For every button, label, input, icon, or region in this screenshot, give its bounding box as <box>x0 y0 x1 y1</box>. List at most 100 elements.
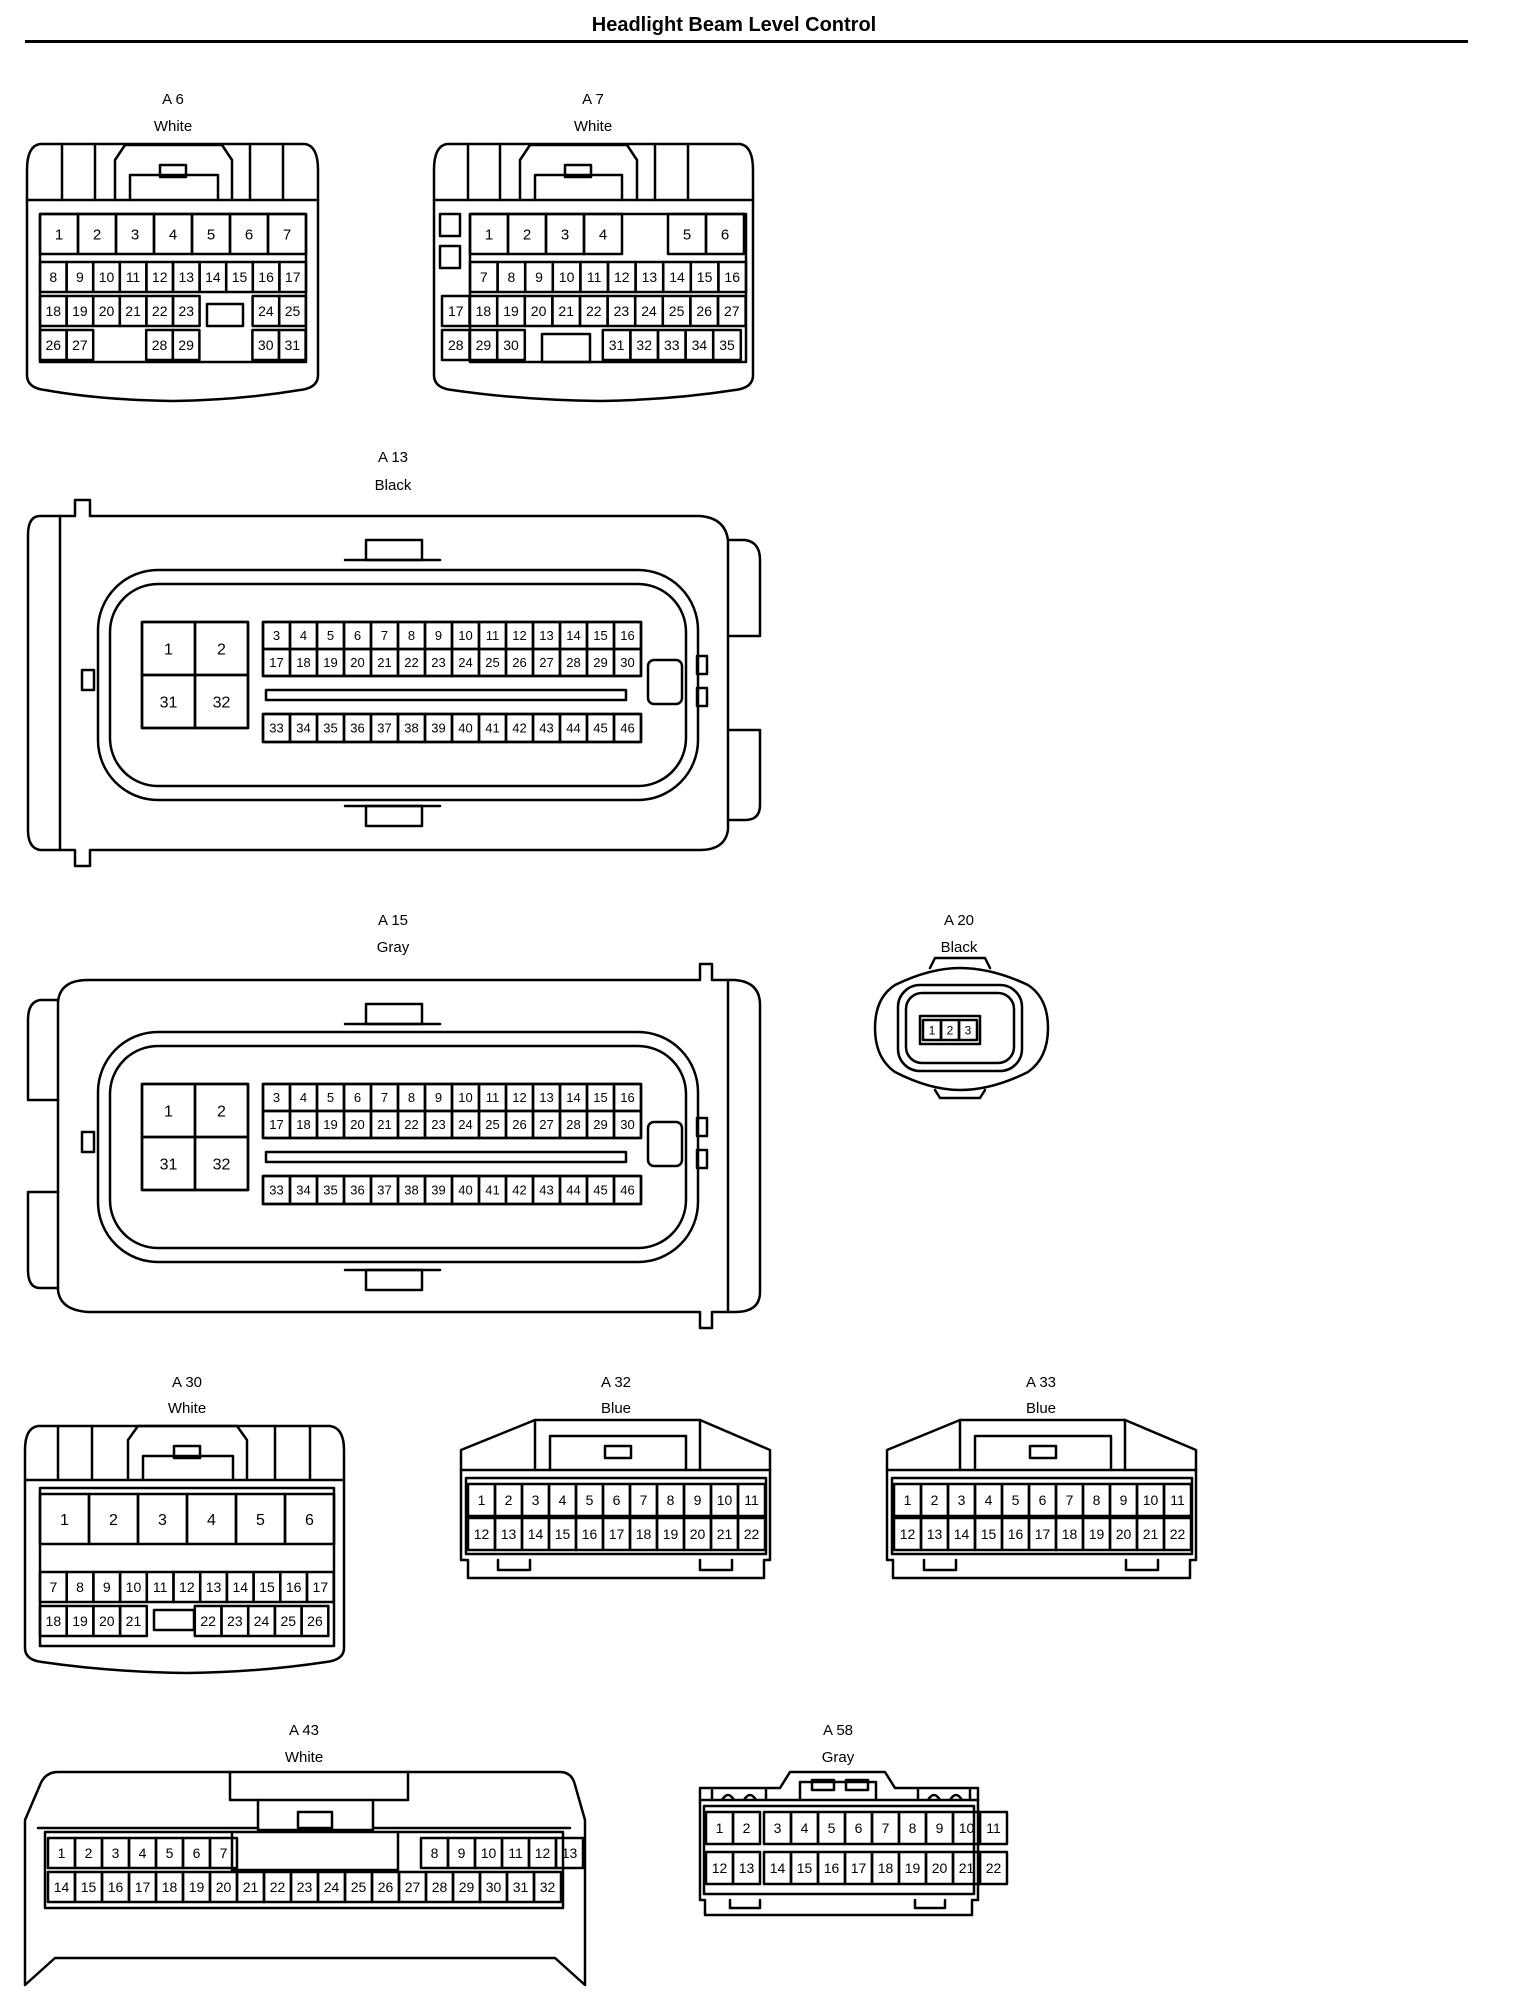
pin-number: 19 <box>905 1860 921 1876</box>
pin-number: 12 <box>712 1860 728 1876</box>
pin-number: 8 <box>408 1090 415 1105</box>
pin-number: 16 <box>620 1090 634 1105</box>
pin-number: 21 <box>377 1117 391 1132</box>
pin-number: 14 <box>232 1579 248 1595</box>
pin-number: 42 <box>512 1183 526 1198</box>
pin-number: 26 <box>378 1879 394 1895</box>
pin-number: 17 <box>448 303 464 319</box>
pin-cell <box>736 1516 767 1552</box>
pin-number: 34 <box>692 337 708 353</box>
pin-number: 11 <box>1170 1492 1185 1508</box>
connector-a32-color: Blue <box>601 1400 631 1417</box>
pin-cell <box>65 328 95 362</box>
pin-number: 4 <box>559 1492 567 1508</box>
pin-number: 25 <box>485 1117 499 1132</box>
pin-number: 35 <box>323 1183 337 1198</box>
pin-number: 16 <box>286 1579 302 1595</box>
connector-a30-lock <box>126 1424 249 1482</box>
pin-number: 8 <box>508 269 516 285</box>
pin-number: 37 <box>377 721 391 736</box>
pin-number: 13 <box>539 628 553 643</box>
pin-number: 41 <box>485 1183 499 1198</box>
pin-number: 15 <box>981 1526 997 1542</box>
connector-a20-id: A 20 <box>944 912 974 929</box>
pin-number: 27 <box>405 1879 421 1895</box>
pin-number: 10 <box>959 1820 975 1836</box>
pin-cell <box>266 212 308 256</box>
pin-number: 19 <box>1089 1526 1105 1542</box>
pin-number: 20 <box>350 655 364 670</box>
pin-number: 28 <box>432 1879 448 1895</box>
pin-number: 35 <box>323 721 337 736</box>
pin-number: 36 <box>350 721 364 736</box>
pin-cell <box>208 1836 239 1870</box>
pin-number: 17 <box>609 1526 625 1542</box>
pin-number: 15 <box>232 269 248 285</box>
pin-cell <box>193 673 250 730</box>
pin-number: 11 <box>486 628 500 643</box>
pin-number: 46 <box>620 1183 634 1198</box>
pin-number: 42 <box>512 721 526 736</box>
pin-number: 1 <box>478 1492 486 1508</box>
pin-number: 1 <box>55 226 63 243</box>
pin-cell <box>171 294 201 328</box>
pin-number: 7 <box>381 628 388 643</box>
pin-number: 27 <box>72 337 88 353</box>
pin-number: 21 <box>125 303 141 319</box>
pin-cell <box>193 1135 250 1192</box>
pin-number: 44 <box>566 1183 580 1198</box>
pin-number: 9 <box>1120 1492 1128 1508</box>
pin-number: 29 <box>178 337 194 353</box>
pin-number: 40 <box>458 721 472 736</box>
pin-number: 21 <box>558 303 574 319</box>
pin-number: 13 <box>206 1579 222 1595</box>
pin-number: 13 <box>927 1526 943 1542</box>
connector-a20-housing <box>873 966 1050 1092</box>
pin-number: 13 <box>562 1845 578 1861</box>
pin-number: 10 <box>458 628 472 643</box>
pin-number: 6 <box>721 226 729 243</box>
pin-number: 21 <box>959 1860 975 1876</box>
pin-number: 22 <box>586 303 602 319</box>
pin-number: 24 <box>258 303 274 319</box>
connector-a13-face <box>96 568 700 802</box>
connector-a58-id: A 58 <box>823 1722 853 1739</box>
pin-number: 18 <box>878 1860 894 1876</box>
pin-number: 12 <box>152 269 168 285</box>
pin-number: 24 <box>458 1117 472 1132</box>
pin-number: 28 <box>152 337 168 353</box>
pin-cell <box>731 1810 762 1846</box>
pin-number: 21 <box>243 1879 259 1895</box>
pin-number: 3 <box>131 226 139 243</box>
pin-number: 25 <box>485 655 499 670</box>
pin-number: 3 <box>273 1090 280 1105</box>
pin-number: 15 <box>593 1090 607 1105</box>
pin-number: 8 <box>76 1579 84 1595</box>
pin-number: 8 <box>1093 1492 1101 1508</box>
pin-number: 29 <box>476 337 492 353</box>
pin-number: 32 <box>213 694 231 711</box>
pin-number: 3 <box>532 1492 540 1508</box>
pin-number: 6 <box>855 1820 863 1836</box>
pin-cell <box>300 1604 330 1638</box>
pin-number: 5 <box>327 628 334 643</box>
pin-cell <box>716 294 747 328</box>
pin-number: 6 <box>245 226 253 243</box>
pin-number: 3 <box>965 1023 972 1037</box>
pin-number: 22 <box>404 655 418 670</box>
pin-number: 1 <box>58 1845 66 1861</box>
pin-cell <box>1162 1516 1193 1552</box>
pin-number: 20 <box>690 1526 706 1542</box>
pin-number: 26 <box>512 1117 526 1132</box>
pin-number: 4 <box>139 1845 147 1861</box>
pin-cell <box>978 1810 1009 1846</box>
pin-number: 13 <box>739 1860 755 1876</box>
pin-number: 29 <box>459 1879 475 1895</box>
page-title: Headlight Beam Level Control <box>591 14 877 36</box>
pin-number: 15 <box>259 1579 275 1595</box>
pin-number: 26 <box>46 337 62 353</box>
